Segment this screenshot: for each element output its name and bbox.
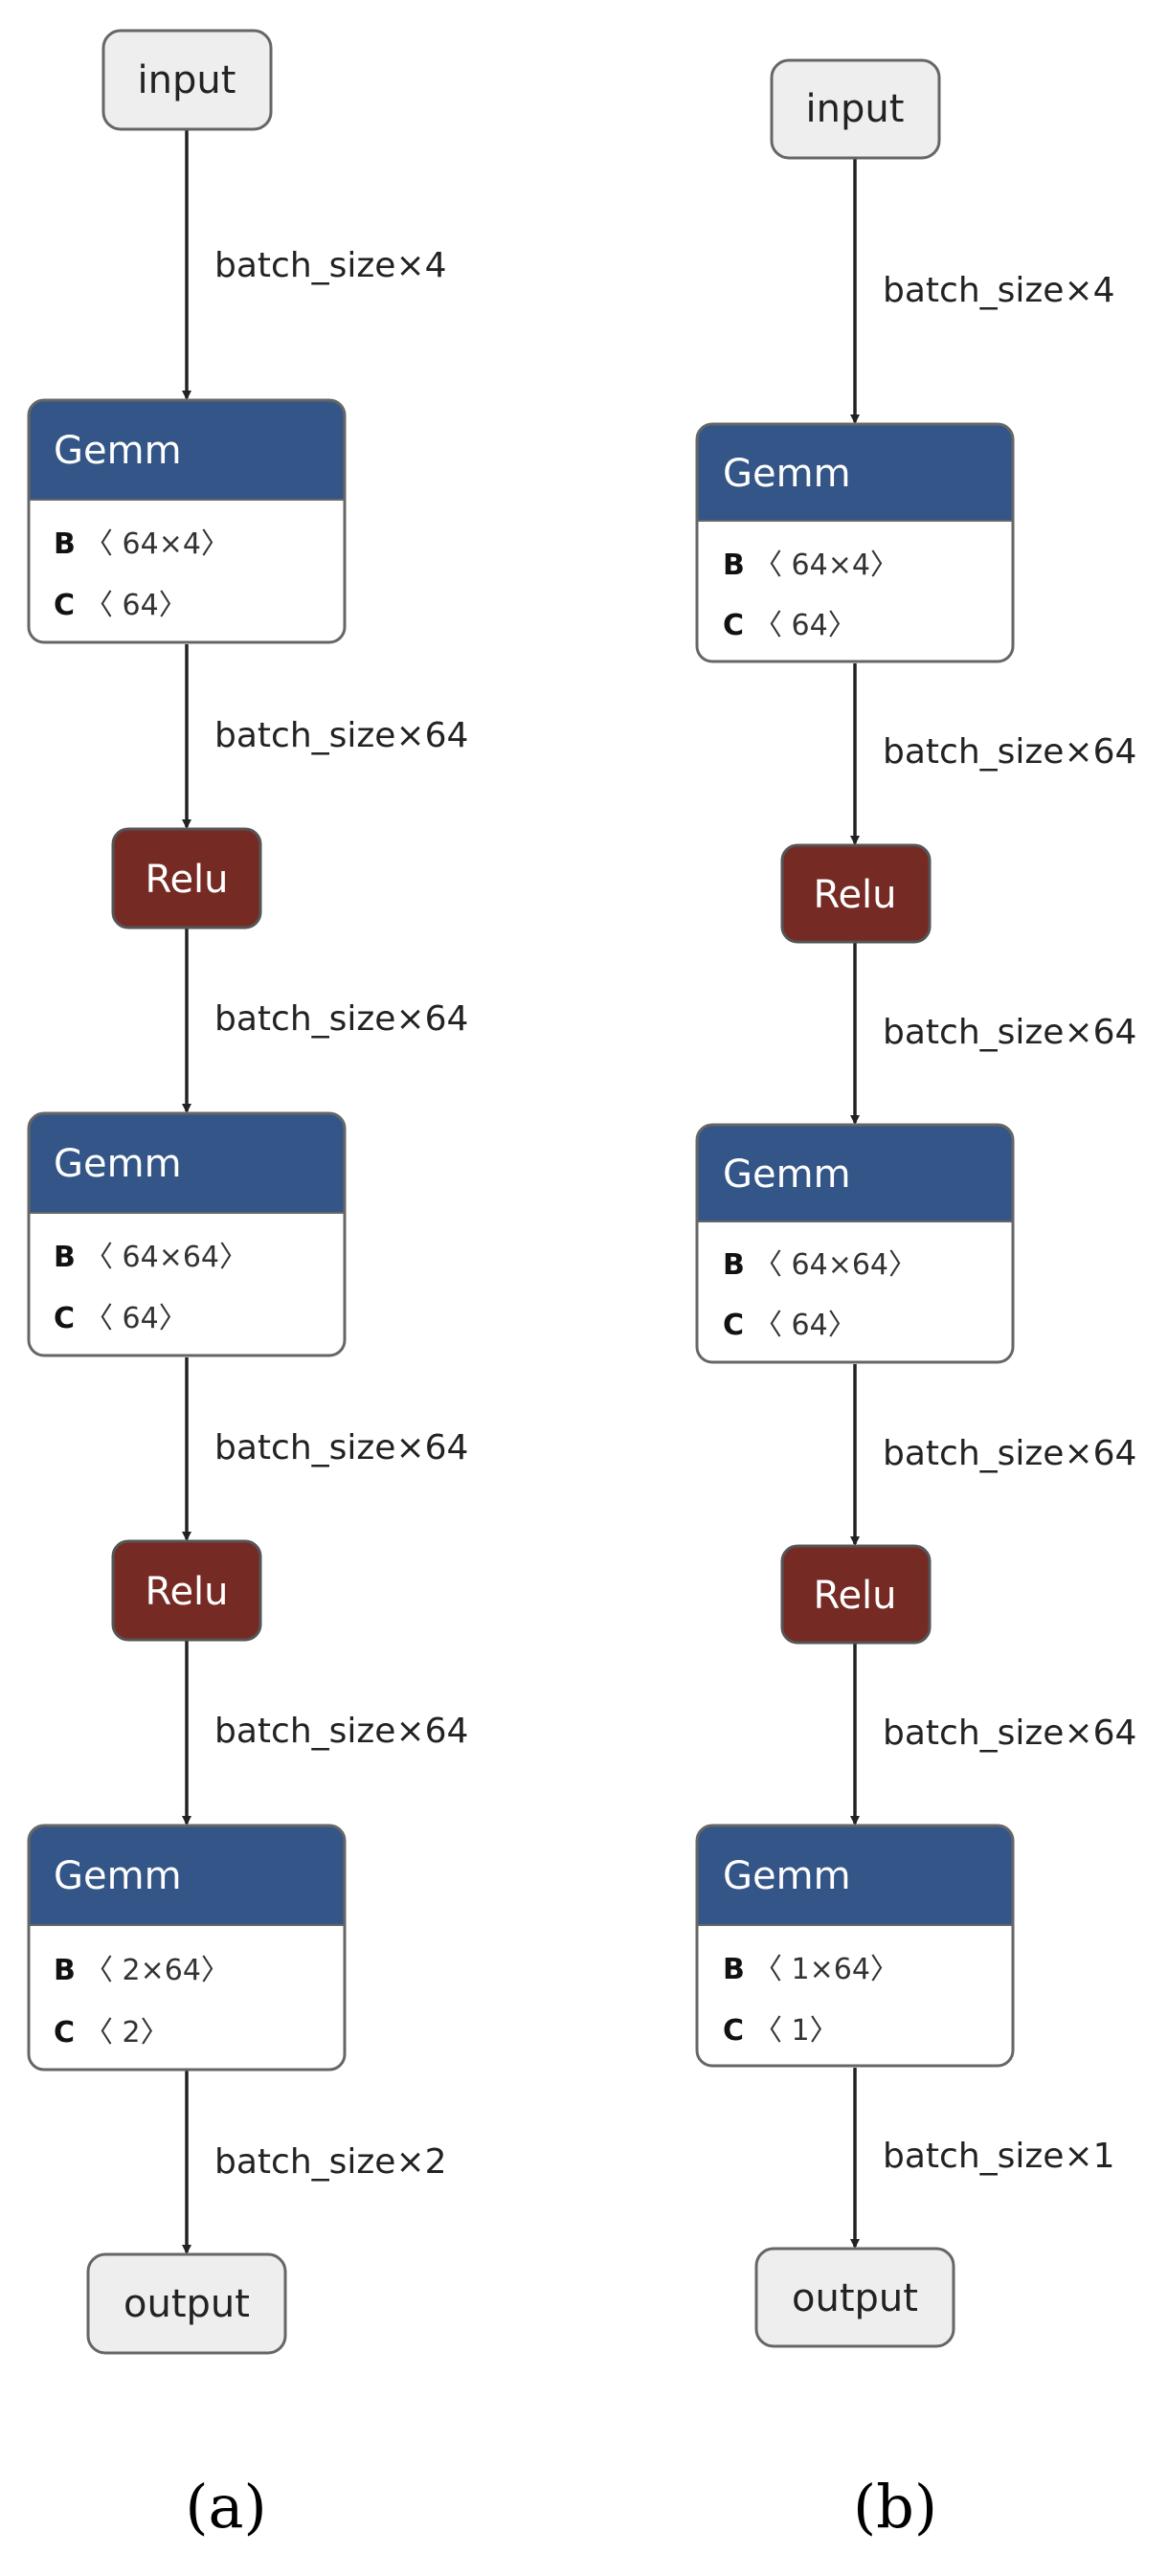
attr-value: 〈 64〉 (753, 1309, 857, 1342)
gemm-node-title: Gemm (54, 1142, 182, 1186)
gemm-node[interactable]: Gemm B 〈 64×64〉 C 〈 64〉 (27, 1111, 347, 1357)
input-node[interactable]: input (770, 58, 941, 160)
gemm-node-title: Gemm (54, 1854, 182, 1898)
attr-key: C (54, 2016, 75, 2050)
attr-value: 〈 1×64〉 (753, 1953, 899, 1986)
edge-label: batch_size×64 (883, 1434, 1136, 1473)
attr-value: 〈 64〉 (753, 609, 857, 642)
relu-node-label: Relu (813, 1574, 896, 1618)
attr-key: C (54, 1302, 75, 1335)
gemm-node[interactable]: Gemm B 〈 1×64〉 C 〈 1〉 (695, 1824, 1015, 2068)
gemm-node-title: Gemm (54, 429, 182, 473)
attr-key: B (723, 1248, 745, 1282)
attr-value: 〈 64〉 (84, 1302, 188, 1335)
output-node-label: output (124, 2282, 250, 2326)
attr-key: C (723, 609, 744, 642)
attr-key: B (723, 549, 745, 582)
edge-label: batch_size×64 (883, 1013, 1136, 1052)
output-node[interactable]: output (754, 2247, 955, 2348)
gemm-node[interactable]: Gemm B 〈 2×64〉 C 〈 2〉 (27, 1824, 347, 2072)
attr-value: 〈 64×64〉 (84, 1241, 248, 1274)
attr-value: 〈 2〉 (84, 2016, 169, 2050)
edge-label: batch_size×64 (883, 732, 1136, 772)
gemm-node[interactable]: Gemm B 〈 64×4〉 C 〈 64〉 (27, 398, 347, 644)
output-node-label: output (792, 2276, 918, 2320)
panel-caption: (b) (853, 2472, 937, 2542)
edge-label: batch_size×64 (883, 1714, 1136, 1753)
attr-key: B (54, 1954, 76, 1987)
gemm-node-title: Gemm (723, 1153, 851, 1197)
gemm-node[interactable]: Gemm B 〈 64×4〉 C 〈 64〉 (695, 422, 1015, 663)
edge-label: batch_size×64 (214, 716, 468, 755)
relu-node-label: Relu (813, 873, 896, 917)
relu-node[interactable]: Relu (780, 843, 932, 944)
attr-value: 〈 64×4〉 (84, 527, 230, 561)
attr-key: B (723, 1953, 745, 1986)
output-node[interactable]: output (86, 2252, 287, 2355)
relu-node[interactable]: Relu (780, 1544, 932, 1645)
panel-a: batch_size×4 batch_size×64 batch_size×64… (27, 29, 468, 2542)
panel-caption: (a) (185, 2472, 266, 2542)
attr-key: C (723, 1309, 744, 1342)
input-node[interactable]: input (101, 29, 273, 131)
edge-label: batch_size×4 (214, 246, 447, 285)
attr-value: 〈 2×64〉 (84, 1954, 230, 1987)
gemm-node-title: Gemm (723, 452, 851, 496)
panel-b: batch_size×4 batch_size×64 batch_size×64… (695, 58, 1136, 2542)
edge-label: batch_size×64 (214, 1712, 468, 1751)
gemm-node-title: Gemm (723, 1854, 851, 1898)
attr-value: 〈 1〉 (753, 2014, 839, 2048)
edge-label: batch_size×64 (214, 1428, 468, 1467)
attr-key: C (723, 2014, 744, 2048)
attr-value: 〈 64×64〉 (753, 1248, 917, 1282)
attr-value: 〈 64×4〉 (753, 549, 899, 582)
relu-node-label: Relu (145, 1570, 228, 1614)
attr-key: C (54, 589, 75, 622)
attr-key: B (54, 1241, 76, 1274)
relu-node-label: Relu (145, 858, 228, 902)
attr-value: 〈 64〉 (84, 589, 188, 622)
input-node-label: input (138, 58, 236, 102)
edge-label: batch_size×4 (883, 271, 1115, 310)
edge-label: batch_size×2 (214, 2142, 447, 2182)
attr-key: B (54, 527, 76, 561)
relu-node[interactable]: Relu (111, 827, 262, 930)
edge-label: batch_size×64 (214, 999, 468, 1039)
relu-node[interactable]: Relu (111, 1539, 262, 1642)
edge-label: batch_size×1 (883, 2137, 1115, 2176)
gemm-node[interactable]: Gemm B 〈 64×64〉 C 〈 64〉 (695, 1123, 1015, 1364)
input-node-label: input (806, 87, 905, 131)
